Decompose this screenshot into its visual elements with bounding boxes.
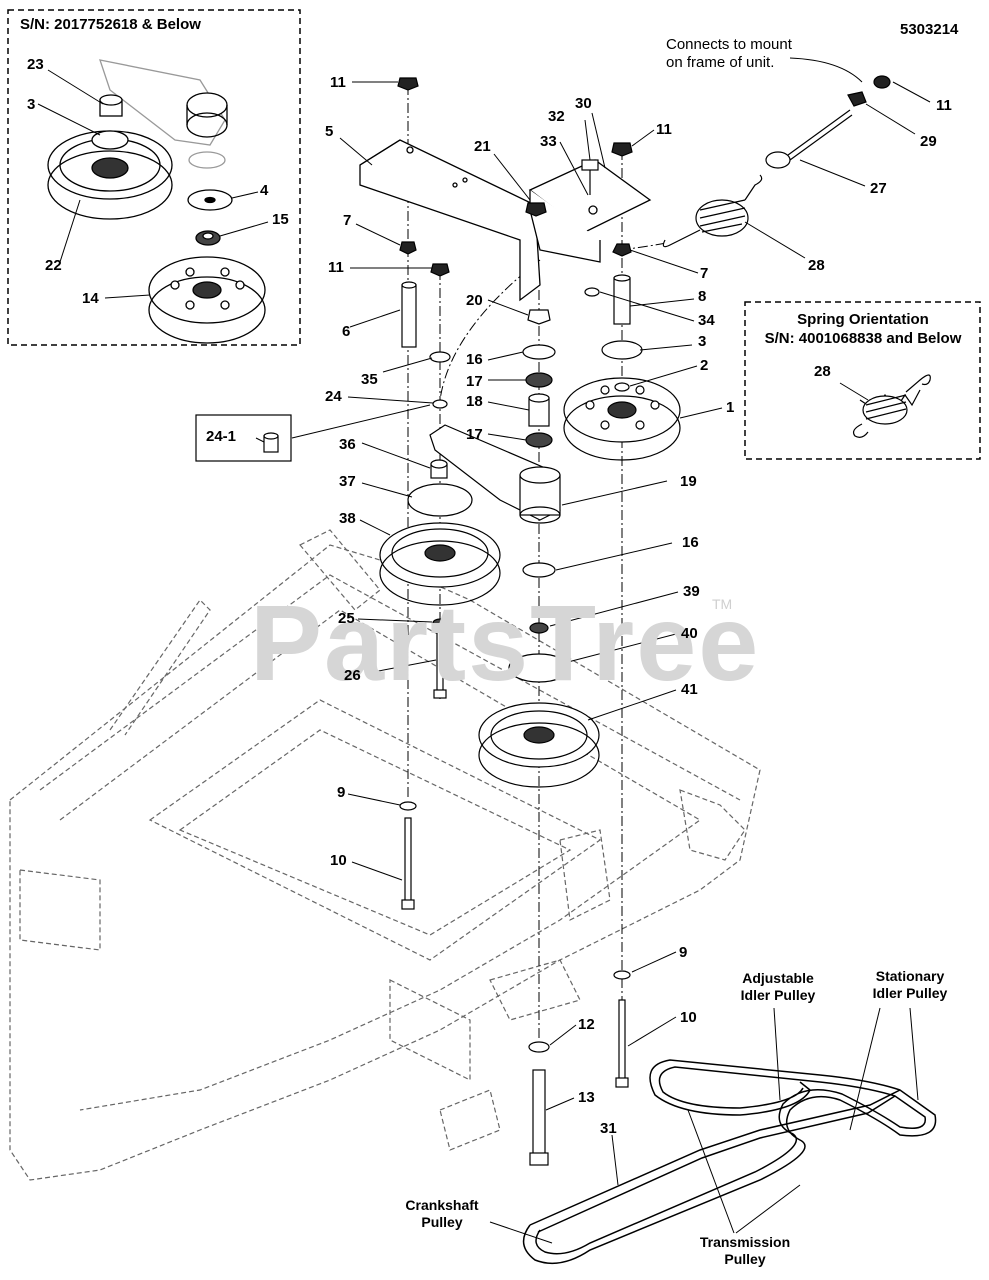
- part-label-29: 29: [920, 133, 937, 150]
- bushing-24-1: [263, 432, 279, 453]
- callout-transmission-line2: Pulley: [724, 1251, 766, 1267]
- stack-right: [563, 142, 681, 1088]
- part-label-3-inset: 3: [27, 96, 36, 113]
- part-label-4: 4: [260, 182, 269, 199]
- spring-box-title: Spring Orientation: [797, 311, 929, 328]
- part-label-24-1: 24-1: [206, 428, 237, 445]
- diagram-number: 5303214: [900, 21, 959, 38]
- part-label-7-b: 7: [700, 265, 709, 282]
- mounting-bracket: [359, 139, 541, 302]
- part-label-10-a: 10: [330, 852, 347, 869]
- part-label-33: 33: [540, 133, 557, 150]
- part-label-21: 21: [474, 138, 491, 155]
- mount-note-line1: Connects to mount: [666, 36, 792, 53]
- spring-small: [852, 374, 931, 438]
- drive-belt: [522, 1059, 937, 1265]
- callout-adjustable-line2: Idler Pulley: [740, 987, 816, 1003]
- spring-box-subtitle: S/N: 4001068838 and Below: [764, 330, 962, 347]
- part-label-30: 30: [575, 95, 592, 112]
- part-label-9-a: 9: [337, 784, 346, 801]
- inset-assembly: [47, 59, 266, 344]
- mount-note-arrow: [789, 57, 863, 83]
- part-label-16-a: 16: [466, 351, 483, 368]
- inset-box-serial: [7, 9, 301, 346]
- callout-crankshaft-line1: Crankshaft: [405, 1197, 479, 1213]
- part-label-24: 24: [325, 388, 342, 405]
- part-label-23: 23: [27, 56, 44, 73]
- part-label-34: 34: [698, 312, 715, 329]
- part-label-14: 14: [82, 290, 99, 307]
- part-label-11-c: 11: [656, 121, 672, 138]
- part-label-11-b: 11: [328, 259, 344, 276]
- part-label-1: 1: [726, 399, 735, 416]
- part-label-7-a: 7: [343, 212, 352, 229]
- part-label-12: 12: [578, 1016, 595, 1033]
- mount-note-line2: on frame of unit.: [666, 54, 775, 71]
- part-label-36: 36: [339, 436, 356, 453]
- part-label-11-a: 11: [330, 74, 346, 91]
- inset-leaders: [37, 69, 269, 299]
- part-label-10-b: 10: [680, 1009, 697, 1026]
- part-label-2: 2: [700, 357, 709, 374]
- part-label-3-main: 3: [698, 333, 707, 350]
- part-label-17-b: 17: [466, 426, 483, 443]
- part-label-37: 37: [339, 473, 356, 490]
- leader-lines: [291, 81, 931, 1244]
- part-label-8: 8: [698, 288, 707, 305]
- callout-transmission-line1: Transmission: [699, 1234, 791, 1250]
- part-label-16-b: 16: [682, 534, 699, 551]
- mower-frame: [9, 529, 761, 1181]
- callout-adjustable-line1: Adjustable: [742, 970, 814, 986]
- part-label-19: 19: [680, 473, 697, 490]
- part-label-35: 35: [361, 371, 378, 388]
- part-label-27: 27: [870, 180, 887, 197]
- part-label-15: 15: [272, 211, 289, 228]
- part-label-28-box: 28: [814, 363, 831, 380]
- callout-stationary-line1: Stationary: [875, 968, 945, 984]
- part-label-26: 26: [344, 667, 361, 684]
- part-label-22: 22: [45, 257, 62, 274]
- part-label-13: 13: [578, 1089, 595, 1106]
- stack-center: [429, 202, 600, 1166]
- part-label-39: 39: [683, 583, 700, 600]
- callout-stationary-line2: Idler Pulley: [872, 985, 948, 1001]
- part-label-18: 18: [466, 393, 483, 410]
- part-label-20: 20: [466, 292, 483, 309]
- watermark: PartsTree: [250, 582, 761, 703]
- inset-box-spring: [744, 301, 981, 460]
- part-label-28: 28: [808, 257, 825, 274]
- callout-crankshaft-line2: Pulley: [421, 1214, 463, 1230]
- part-label-38: 38: [339, 510, 356, 527]
- spring-assembly: [662, 75, 891, 248]
- part-label-40: 40: [681, 625, 698, 642]
- inset-box-24-1: [195, 414, 292, 462]
- inset-serial-title: S/N: 2017752618 & Below: [20, 16, 201, 33]
- part-label-25: 25: [338, 610, 355, 627]
- stack-left: [379, 77, 501, 910]
- watermark-tm: TM: [712, 596, 733, 612]
- part-label-32: 32: [548, 108, 565, 125]
- part-label-6: 6: [342, 323, 351, 340]
- part-label-17-a: 17: [466, 373, 483, 390]
- part-label-9-b: 9: [679, 944, 688, 961]
- part-label-31: 31: [600, 1120, 617, 1137]
- part-label-11-d: 11: [936, 97, 952, 114]
- part-label-5: 5: [325, 123, 334, 140]
- part-label-41: 41: [681, 681, 698, 698]
